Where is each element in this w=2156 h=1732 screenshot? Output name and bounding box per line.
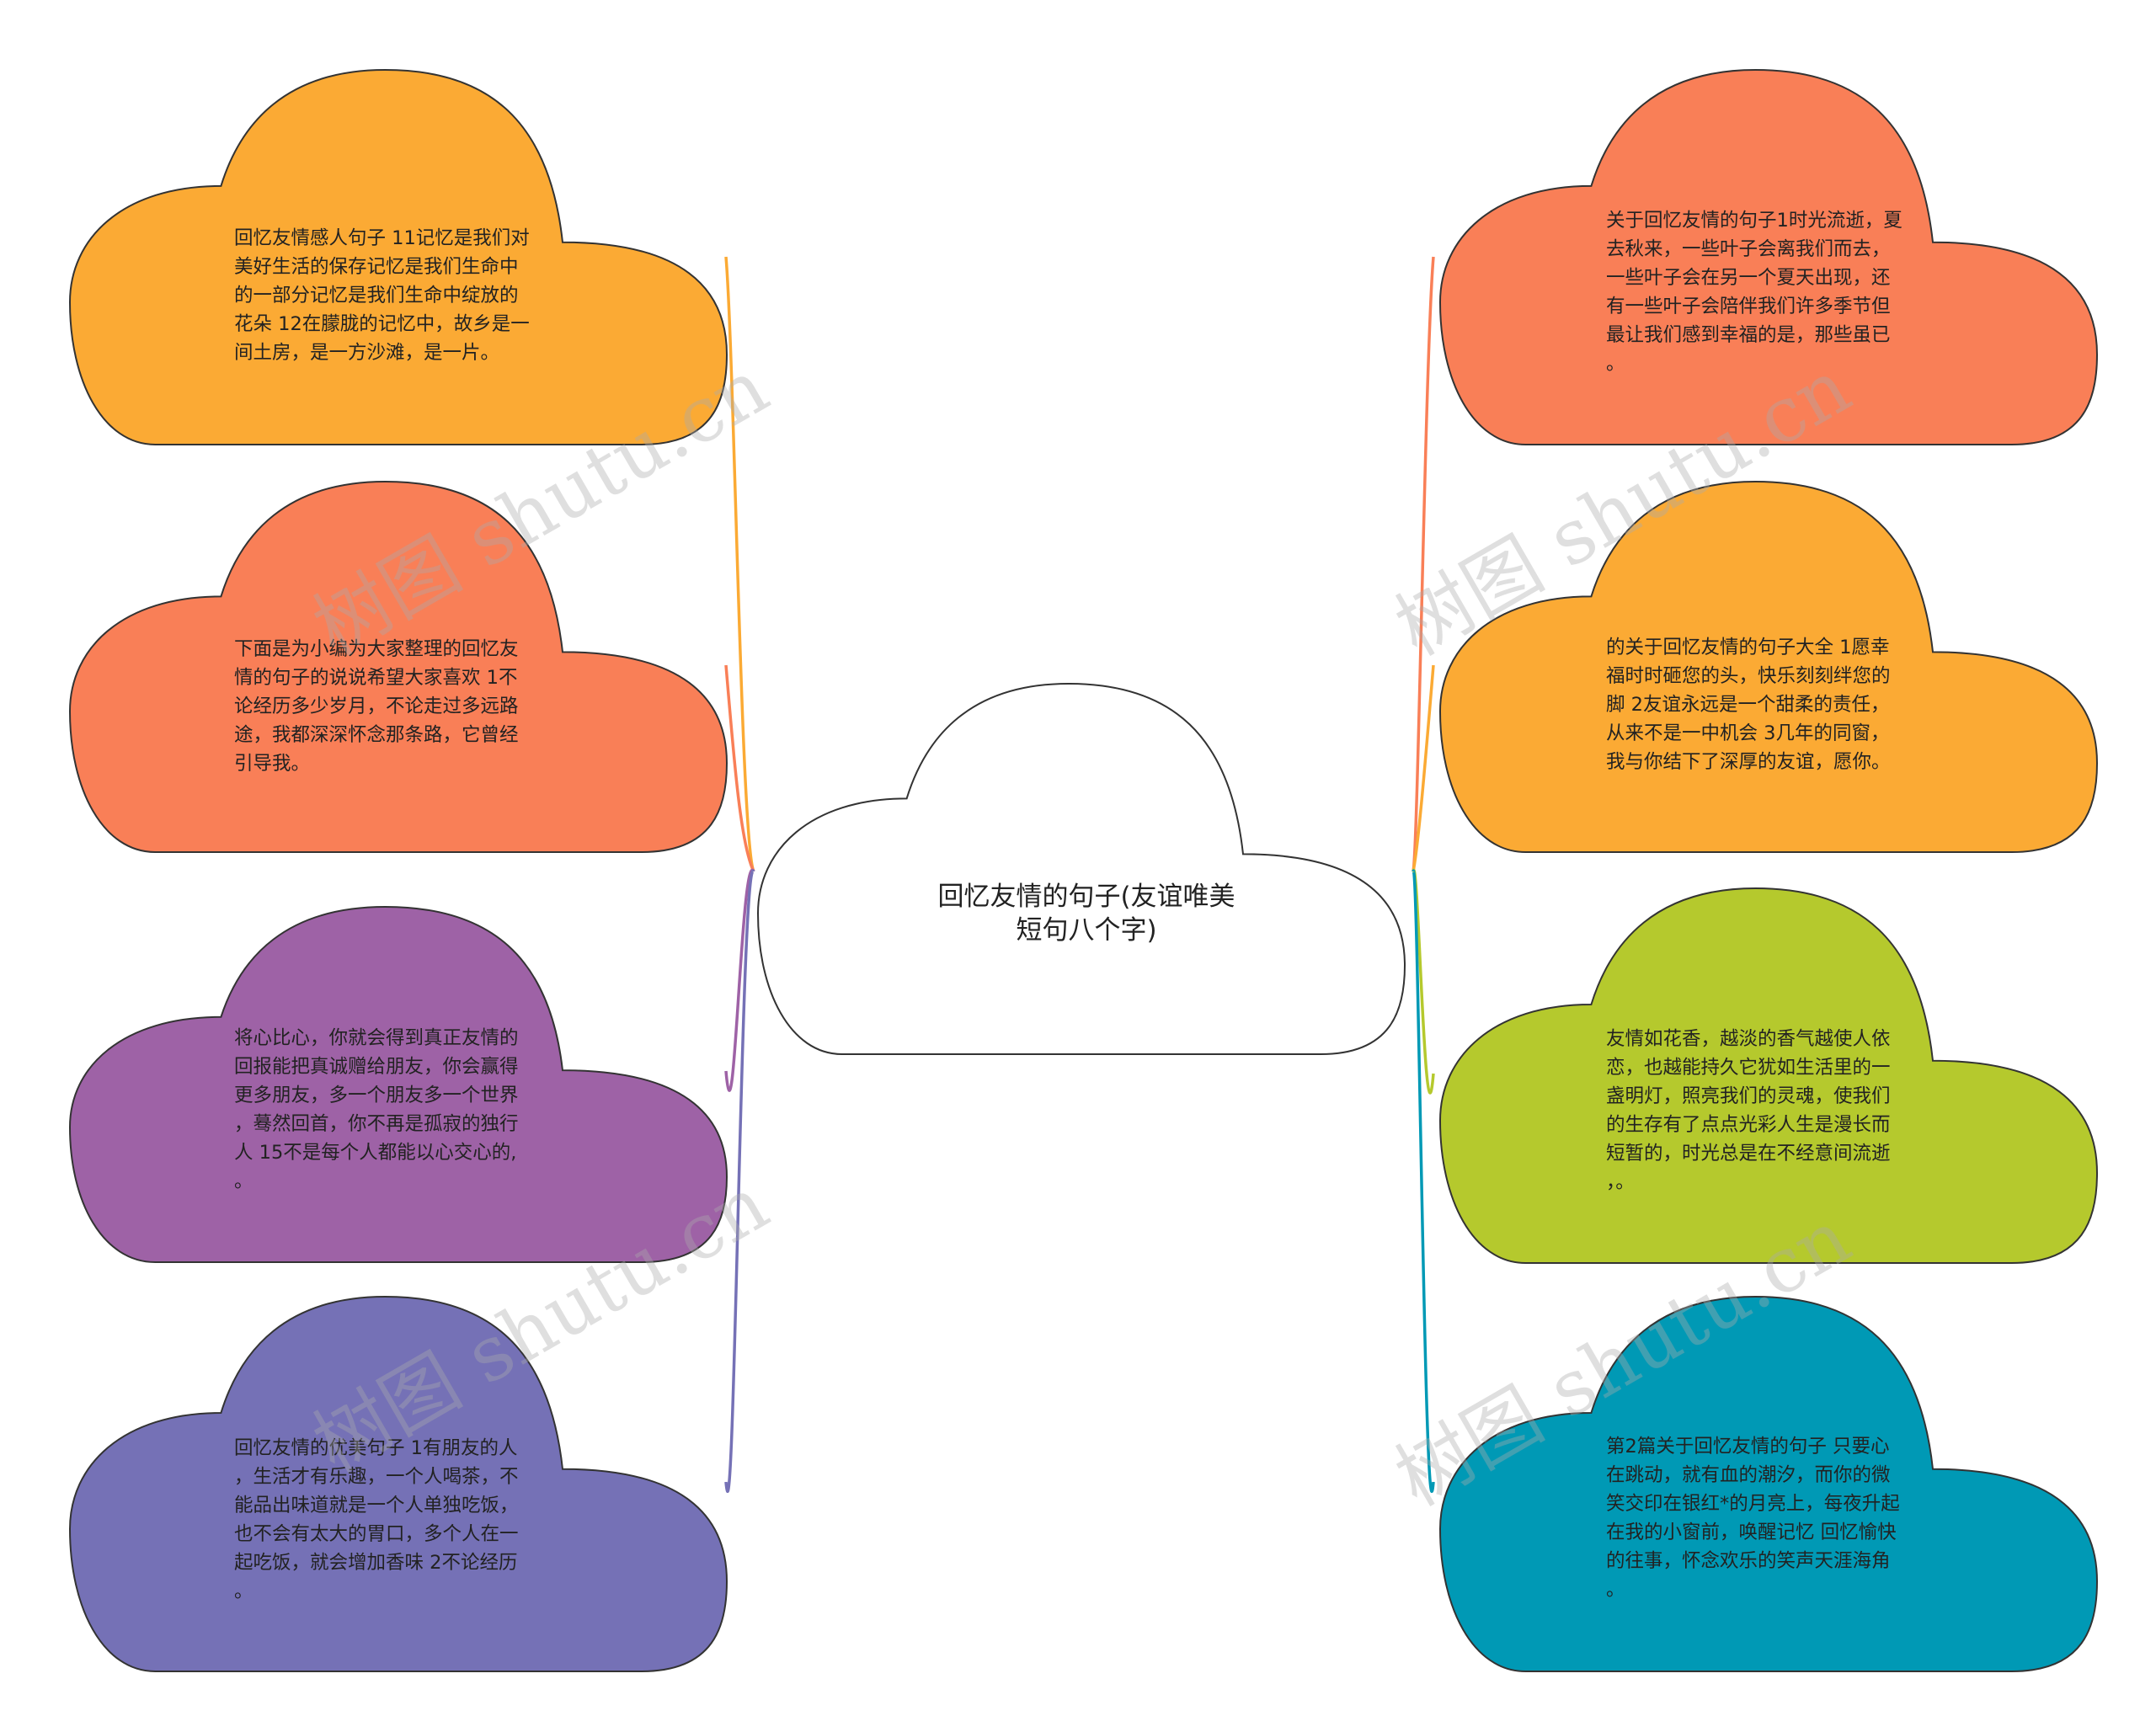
branch-text-right-3: 友情如花香，越淡的香气越使人依 恋，也越能持久它犹如生活里的一 盏明灯，照亮我们… bbox=[1606, 1028, 1891, 1193]
connector-line bbox=[724, 664, 755, 872]
connector-line bbox=[724, 256, 755, 872]
branch-text-left-4: 回忆友情的优美句子 1有朋友的人 ，生活才有乐趣，一个人喝茶，不 能品出味道就是… bbox=[234, 1437, 519, 1602]
branch-cloud-left-4[interactable] bbox=[68, 1295, 728, 1672]
branch-text-right-1: 关于回忆友情的句子1时光流逝，夏 去秋来，一些叶子会离我们而去， 一些叶子会在另… bbox=[1606, 210, 1903, 375]
branch-cloud-right-1[interactable] bbox=[1438, 68, 2099, 445]
branch-cloud-right-2[interactable] bbox=[1438, 480, 2099, 853]
center-topic-text: 回忆友情的句子(友谊唯美 短句八个字) bbox=[937, 882, 1235, 946]
connector-line bbox=[724, 869, 755, 1494]
connector-line bbox=[724, 868, 755, 1092]
branch-cloud-left-3[interactable] bbox=[68, 905, 728, 1263]
branch-text-left-2: 下面是为小编为大家整理的回忆友 情的句子的说说希望大家喜欢 1不 论经历多少岁月… bbox=[234, 638, 519, 775]
connector-line bbox=[1412, 869, 1435, 1494]
branch-cloud-left-1[interactable] bbox=[68, 68, 728, 445]
branch-text-left-3: 将心比心，你就会得到真正友情的 回报能把真诚赠给朋友，你会赢得 更多朋友，多一个… bbox=[234, 1027, 519, 1192]
branch-cloud-right-3[interactable] bbox=[1438, 887, 2099, 1264]
branch-text-right-2: 的关于回忆友情的句子大全 1愿幸 福时时砸您的头，快乐刻刻绊您的 脚 2友谊永远… bbox=[1606, 637, 1891, 773]
branch-text-right-4: 第2篇关于回忆友情的句子 只要心 在跳动，就有血的潮汐，而你的微 笑交印在银红*… bbox=[1606, 1436, 1900, 1601]
branch-cloud-right-4[interactable] bbox=[1438, 1295, 2099, 1672]
connector-line bbox=[1412, 664, 1435, 872]
connector-line bbox=[1412, 256, 1435, 872]
center-cloud[interactable] bbox=[756, 682, 1406, 1055]
branch-cloud-left-2[interactable] bbox=[68, 480, 728, 853]
branch-text-left-1: 回忆友情感人句子 11记忆是我们对 美好生活的保存记忆是我们生命中 的一部分记忆… bbox=[234, 227, 530, 364]
